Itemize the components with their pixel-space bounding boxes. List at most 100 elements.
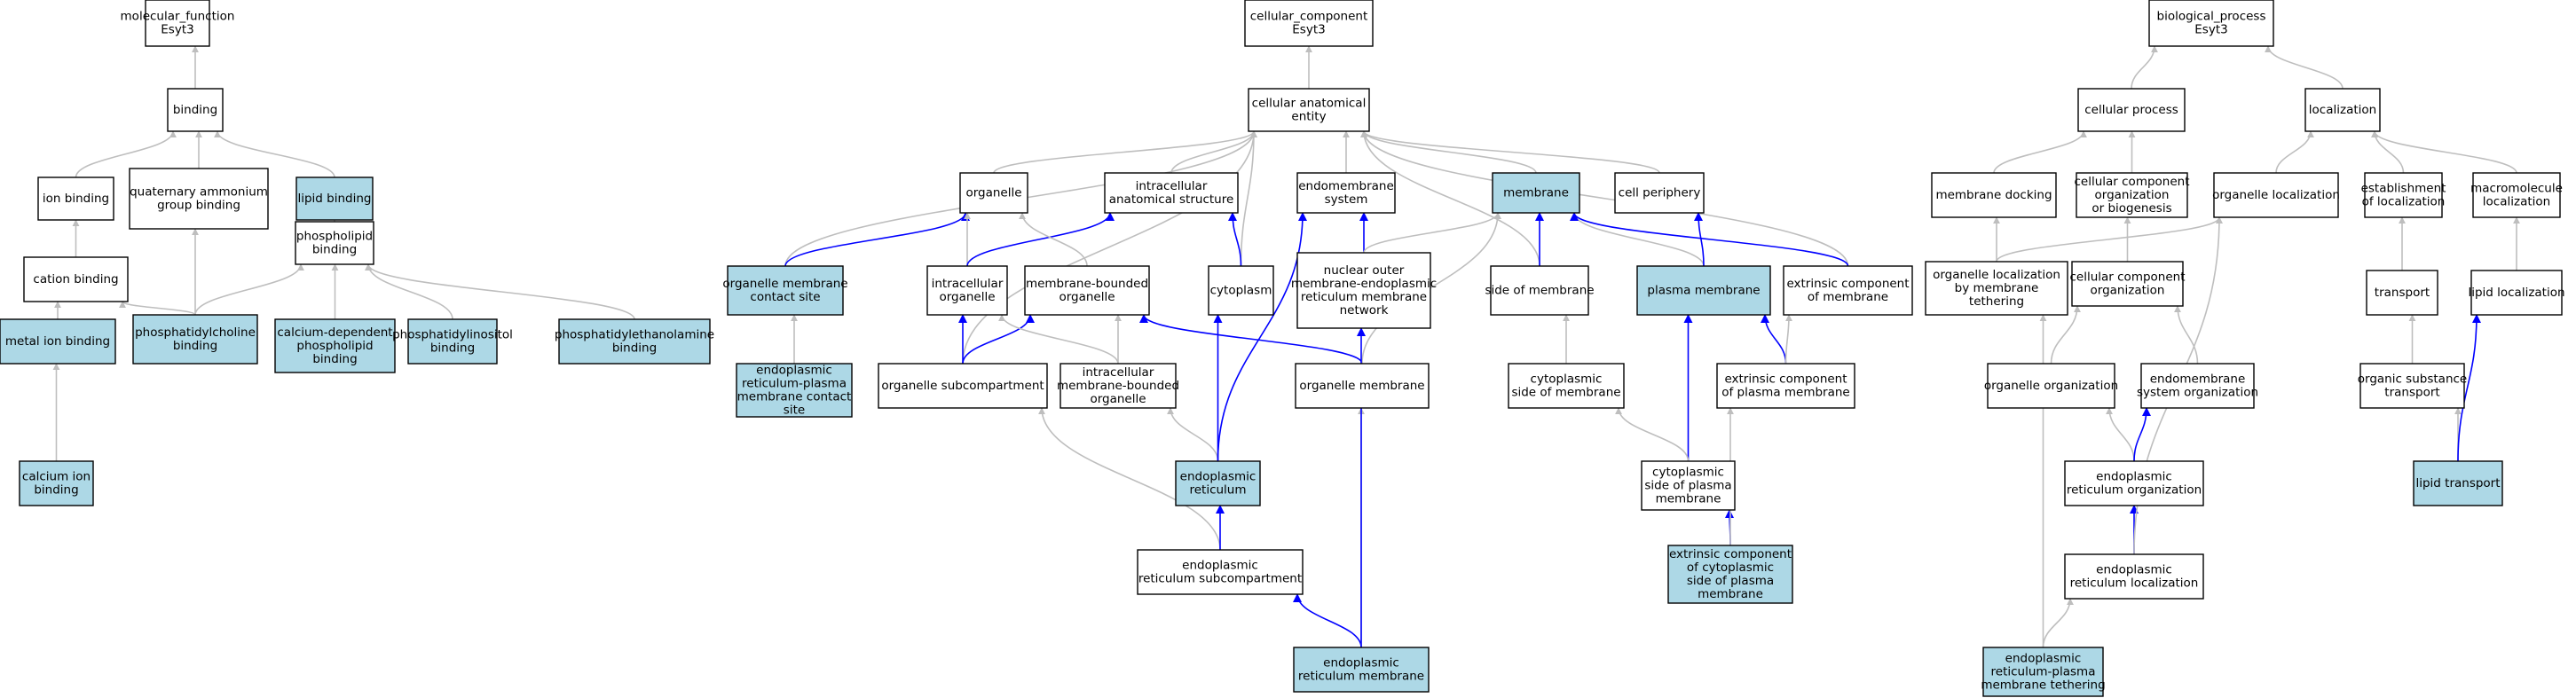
node-label-line: biological_process (2157, 10, 2266, 24)
edge-lipid-binding-to-binding (214, 130, 335, 178)
node-box (926, 265, 1008, 316)
edge-er-org-to-endomem-org (2133, 407, 2151, 462)
edge-nomer-to-membrane (1363, 212, 1501, 254)
node-label-line: reticulum (1189, 483, 1246, 498)
edge-ion-binding-to-binding (75, 130, 177, 178)
edge-olmt-to-org-loc (1996, 216, 2223, 263)
gray-edge-arrow (1615, 407, 1690, 462)
node-label-line: group binding (157, 199, 240, 213)
edge-layer (52, 45, 2520, 648)
go-term-node-org-loc: organelle localization (2212, 172, 2340, 218)
node-box (274, 318, 396, 373)
edge-macro-loc-to-localization (2371, 130, 2517, 174)
edge-ext-comp-pm-to-plasma-mem (1761, 314, 1787, 365)
blue-edge-arrow (1139, 314, 1363, 365)
node-box (1931, 172, 2057, 218)
node-box (1614, 172, 1705, 214)
node-label-line: cation binding (33, 272, 118, 286)
node-box (878, 363, 1048, 409)
edge-mbo-to-organelle (1019, 212, 1088, 267)
node-box (1293, 647, 1430, 693)
node-label-line: organelle membrane (1299, 379, 1424, 393)
gray-edge-arrow (993, 130, 1257, 174)
go-term-node-lipid-binding: lipid binding (295, 176, 374, 221)
node-label-line: reticulum-plasma (1991, 665, 2096, 679)
node-box (2413, 460, 2503, 506)
gray-edge-arrow (365, 263, 453, 320)
gray-edge-arrow (2371, 130, 2405, 174)
node-label-line: plasma membrane (1647, 284, 1760, 298)
node-label-line: reticulum localization (2070, 576, 2199, 591)
node-label-line: reticulum-plasma (742, 377, 847, 391)
node-label-line: endoplasmic (1323, 656, 1399, 671)
node-label-line: phosphatidylinositol (392, 328, 513, 342)
edge-er-org-to-org-org (2106, 407, 2135, 462)
blue-edge-arrow (784, 212, 970, 267)
edge-org-mem-to-mbo (1139, 314, 1363, 365)
node-label-line: organelle (1059, 290, 1115, 304)
node-label-line: membrane contact (737, 390, 852, 404)
node-box (727, 265, 844, 316)
node-box (2472, 172, 2561, 218)
edge-org-subcomp-to-mbo (962, 314, 1035, 365)
node-label-line: system organization (2137, 386, 2258, 400)
node-box (1296, 172, 1396, 214)
node-label-line: endoplasmic (2096, 470, 2172, 484)
node-box (2071, 261, 2184, 307)
node-box (736, 363, 853, 418)
go-term-node-org-org: organelle organization (1984, 363, 2118, 409)
node-box (2366, 270, 2438, 316)
edge-endomem-org-to-cco (2174, 305, 2199, 365)
node-label-line: binding (173, 103, 217, 117)
node-label-line: reticulum organization (2067, 483, 2202, 498)
edge-pc-binding-to-cation-binding (119, 301, 196, 316)
node-label-line: tethering (1969, 294, 2024, 309)
node-box (2064, 460, 2204, 506)
edge-pi-binding-to-phospholipid-binding (365, 263, 453, 320)
node-label-line: side of plasma (1687, 574, 1774, 588)
node-box (1137, 549, 1304, 595)
node-label-line: cytoplasm (1210, 284, 1272, 298)
node-box (1716, 363, 1855, 409)
node-label-line: phospholipid (296, 230, 373, 244)
edge-lipid-transport-to-lipid-loc (2457, 314, 2481, 462)
edge-plasma-mem-to-cell-periphery (1694, 212, 1705, 267)
node-label-line: endomembrane (2150, 373, 2246, 387)
node-box (145, 0, 210, 47)
node-box (2359, 363, 2465, 409)
go-term-node-binding: binding (167, 88, 224, 132)
node-label-line: membrane (1698, 587, 1763, 601)
edge-intra-org-to-ias (966, 212, 1115, 267)
node-label-line: Esyt3 (161, 23, 193, 37)
node-box (1060, 363, 1177, 409)
node-label-line: endoplasmic (2096, 563, 2172, 577)
node-label-line: system (1325, 192, 1368, 207)
node-label-line: quaternary ammonium (130, 185, 268, 200)
go-term-node-metal-ion-binding: metal ion binding (0, 318, 116, 365)
node-label-line: organelle localization (1933, 268, 2060, 282)
gray-edge-arrow (2174, 305, 2199, 365)
node-label-line: calcium ion (22, 470, 91, 484)
edge-org-loc-to-localization (2275, 130, 2314, 174)
node-box (959, 172, 1028, 214)
edge-cyto-side-pm-to-cyto-side (1615, 407, 1690, 462)
node-label-line: metal ion binding (5, 334, 110, 349)
node-box (1492, 172, 1580, 214)
gray-edge-arrow (1784, 314, 1792, 365)
gray-edge-arrow (1360, 130, 1660, 174)
gray-edge-arrow (1363, 212, 1501, 254)
edge-pe-binding-to-phospholipid-binding (365, 263, 635, 320)
